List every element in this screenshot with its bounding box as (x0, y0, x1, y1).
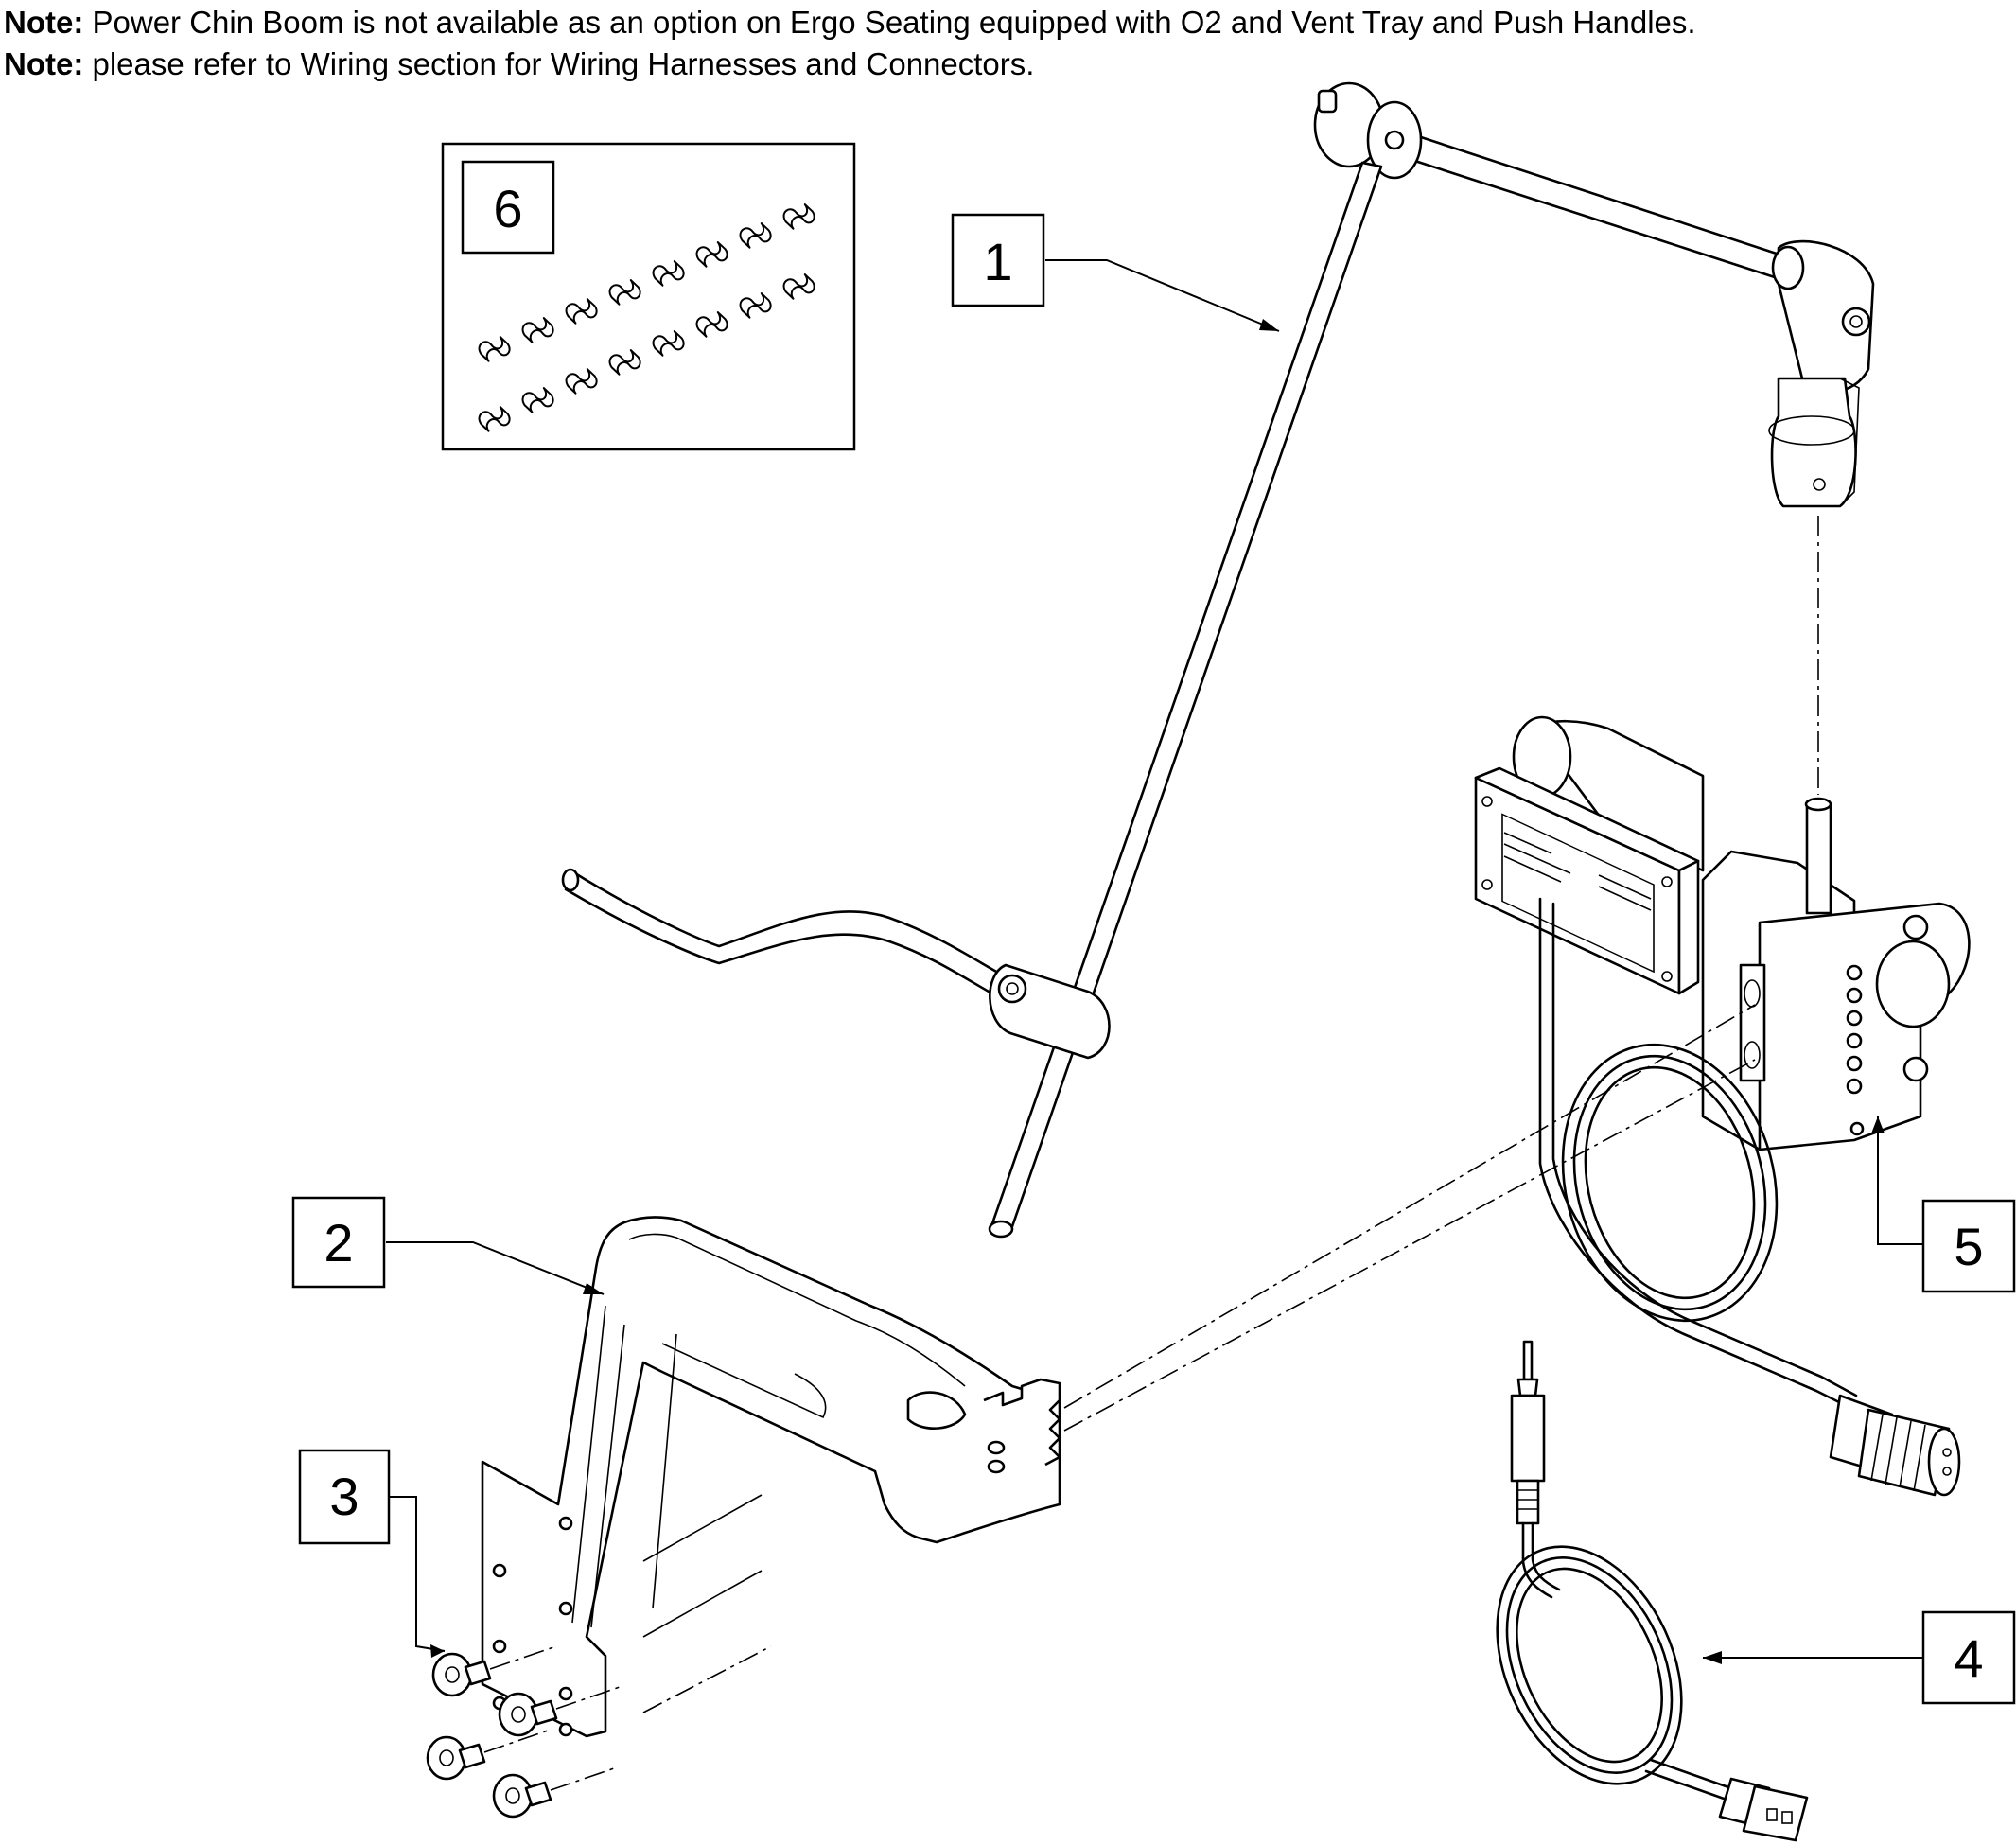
leader-lines (386, 259, 1923, 1664)
chin-boom-arm (561, 81, 1875, 1239)
jack-cable (1496, 1340, 1809, 1842)
mounting-bracket (481, 1216, 1061, 1738)
callout-1: 1 (951, 213, 1045, 308)
actuator-module (1474, 715, 1971, 1497)
callout-1-number: 1 (983, 232, 1012, 291)
assembly-line-lower (1063, 1059, 1756, 1432)
callout-5: 5 (1921, 1199, 2016, 1293)
callout-6-box (461, 160, 555, 255)
notes-block: Note: Power Chin Boom is not available a… (4, 2, 1696, 85)
screws (426, 1645, 623, 1819)
callout-4: 4 (1921, 1610, 2016, 1705)
note-2: Note: please refer to Wiring section for… (4, 44, 1696, 85)
note-2-label: Note: (4, 46, 84, 81)
note-2-text: please refer to Wiring section for Wirin… (83, 46, 1035, 81)
callout-3: 3 (298, 1449, 391, 1545)
callout-6-number: 6 (493, 179, 522, 238)
cable-clips-icon (478, 203, 815, 432)
callout-3-number: 3 (329, 1467, 359, 1526)
assembly-line-upper (1063, 1004, 1756, 1409)
clip-kit-panel: 6 (441, 142, 856, 451)
callout-5-number: 5 (1954, 1217, 1983, 1276)
actuator-holes (1846, 964, 1865, 1136)
callout-2-number: 2 (324, 1213, 353, 1273)
note-1-label: Note: (4, 5, 84, 40)
note-1: Note: Power Chin Boom is not available a… (4, 2, 1696, 44)
callout-2: 2 (291, 1196, 386, 1289)
callout-4-number: 4 (1954, 1628, 1983, 1688)
note-1-text: Power Chin Boom is not available as an o… (83, 5, 1696, 40)
